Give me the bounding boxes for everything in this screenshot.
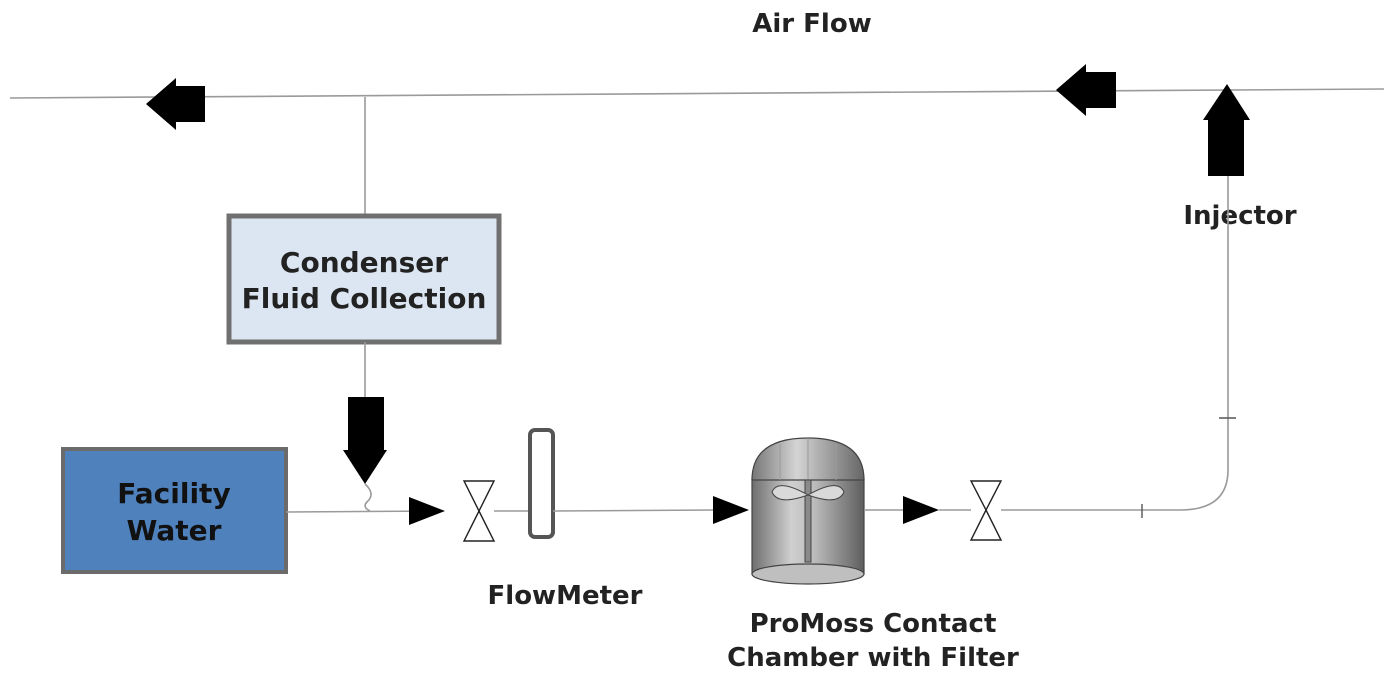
air-flow-left-arrow-icon	[146, 78, 205, 130]
flow-arrow-3-icon	[903, 496, 939, 524]
facility-label-line1: Facility	[117, 477, 230, 510]
air-flow-right-arrow-icon	[1056, 64, 1116, 116]
air-flow-label: Air Flow	[752, 9, 871, 39]
facility-water-box: Facility Water	[61, 447, 288, 574]
main-water-pipe-3	[552, 509, 717, 512]
promoss-contact-chamber-icon	[751, 437, 865, 585]
air-duct-line	[9, 88, 1384, 99]
condenser-label-line2: Fluid Collection	[242, 282, 487, 315]
condenser-label-line1: Condenser	[280, 246, 448, 279]
pipe-crossover	[364, 483, 372, 512]
injector-feed-pipe	[1001, 176, 1229, 511]
contact-chamber-label-line2: Chamber with Filter	[727, 643, 1019, 673]
valve-1-icon	[462, 480, 496, 542]
flow-arrow-2-icon	[713, 496, 749, 524]
flowmeter-label: FlowMeter	[488, 581, 643, 611]
condenser-fluid-collection-box: Condenser Fluid Collection	[226, 213, 502, 345]
flow-arrow-1-icon	[409, 497, 445, 525]
condensate-down-arrow-icon	[343, 397, 387, 484]
valve-2-icon	[969, 480, 1003, 541]
contact-chamber-label-line1: ProMoss Contact	[750, 609, 997, 639]
flowmeter-icon	[528, 428, 555, 539]
facility-label-line2: Water	[127, 514, 222, 547]
injector-label: Injector	[1183, 201, 1296, 231]
injector-up-arrow-icon	[1203, 84, 1250, 176]
